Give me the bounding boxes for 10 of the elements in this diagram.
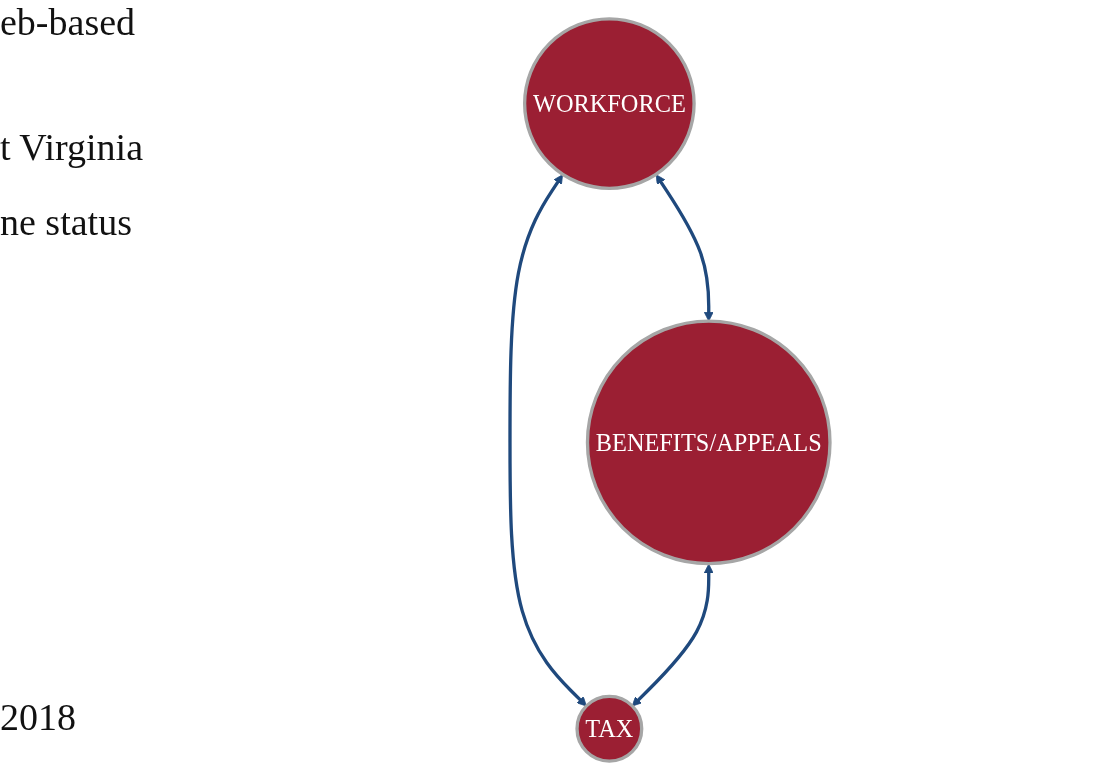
node-circle: TAX: [575, 694, 644, 763]
node-circle: WORKFORCE: [523, 17, 696, 190]
arrow: [655, 174, 714, 322]
text-label: ne status: [0, 200, 132, 244]
arrow: [631, 563, 714, 707]
text-label: 2018: [0, 695, 76, 739]
text-label: t Virginia: [0, 125, 144, 169]
text-label: eb-based: [0, 0, 136, 44]
arrow: [508, 174, 587, 707]
node-circle: BENEFITS/APPEALS: [585, 319, 832, 566]
